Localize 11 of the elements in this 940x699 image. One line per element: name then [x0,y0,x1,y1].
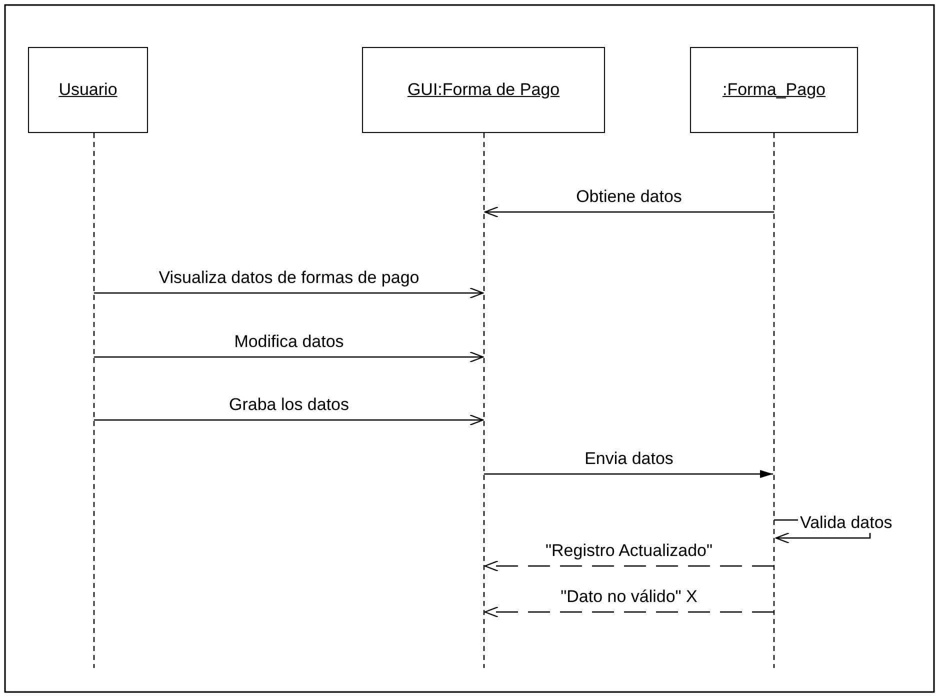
message-arrow [94,287,484,299]
participant-with-lifeline: Usuario [28,47,148,668]
message-label: Visualiza datos de formas de pago [156,268,422,288]
message-arrow [484,606,774,618]
message-arrow [484,560,774,572]
message-arrow [484,206,774,218]
message-arrow [94,414,484,426]
message-arrow [484,470,773,478]
message-label: "Registro Actualizado" [543,541,715,561]
message-arrow [94,351,484,363]
message-label: Valida datos [798,513,894,533]
